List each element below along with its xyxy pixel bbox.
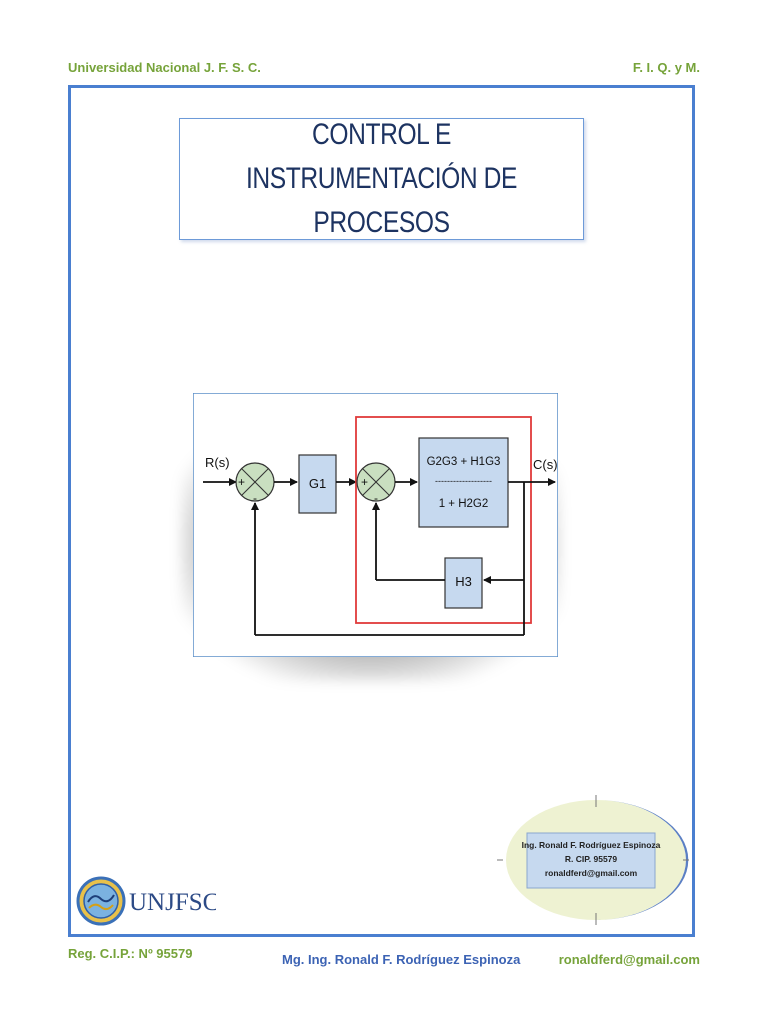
card-name: Ing. Ronald F. Rodríguez Espinoza: [522, 840, 661, 850]
sum2-plus: +: [361, 475, 368, 489]
footer-author: Mg. Ing. Ronald F. Rodríguez Espinoza: [282, 952, 521, 967]
header-faculty: F. I. Q. y M.: [632, 60, 700, 75]
contact-card-graphic: Ing. Ronald F. Rodríguez Espinoza R. CIP…: [497, 795, 689, 925]
block-g1: [298, 454, 337, 514]
block-main: [418, 437, 509, 528]
title-line-1: CONTROL E INSTRUMENTACIÓN DE: [246, 118, 517, 195]
sum1-minus: -: [253, 491, 257, 505]
university-logo: UNJFSC: [76, 866, 219, 936]
input-label: R(s): [205, 455, 230, 470]
footer-reg: Reg. C.I.P.: Nº 95579: [68, 946, 193, 961]
block-diagram: R(s) + - G1 + - G2G3 + H1G3 ------------…: [192, 392, 559, 658]
sum2-minus: -: [374, 491, 378, 505]
title-line-2: PROCESOS: [313, 206, 450, 239]
block-main-denominator: 1 + H2G2: [439, 498, 489, 510]
title-box: CONTROL E INSTRUMENTACIÓN DE PROCESOS: [179, 118, 584, 240]
footer-email: ronaldferd@gmail.com: [558, 952, 700, 967]
card-email: ronaldferd@gmail.com: [545, 868, 638, 878]
block-h3-label: H3: [455, 574, 472, 589]
logo-text: UNJFSC: [129, 889, 216, 916]
page-frame: [68, 85, 695, 937]
block-g1-label: G1: [309, 476, 326, 491]
university-seal-icon: UNJFSC: [76, 876, 219, 926]
summing-junction-1: + -: [235, 462, 275, 505]
card-reg: R. CIP. 95579: [565, 854, 618, 864]
page-title: CONTROL E INSTRUMENTACIÓN DE PROCESOS: [216, 113, 546, 245]
highlight-box: [355, 416, 532, 624]
contact-card: Ing. Ronald F. Rodríguez Espinoza R. CIP…: [497, 795, 689, 925]
summing-junction-2: + -: [356, 462, 396, 505]
block-diagram-svg: R(s) + - G1 + - G2G3 + H1G3 ------------…: [192, 392, 559, 658]
header-university: Universidad Nacional J. F. S. C.: [68, 60, 261, 75]
sum1-plus: +: [238, 475, 245, 489]
block-main-divider: -------------------: [435, 476, 492, 486]
block-main-numerator: G2G3 + H1G3: [427, 456, 501, 468]
block-h3: [444, 557, 483, 609]
output-label: C(s): [533, 457, 558, 472]
